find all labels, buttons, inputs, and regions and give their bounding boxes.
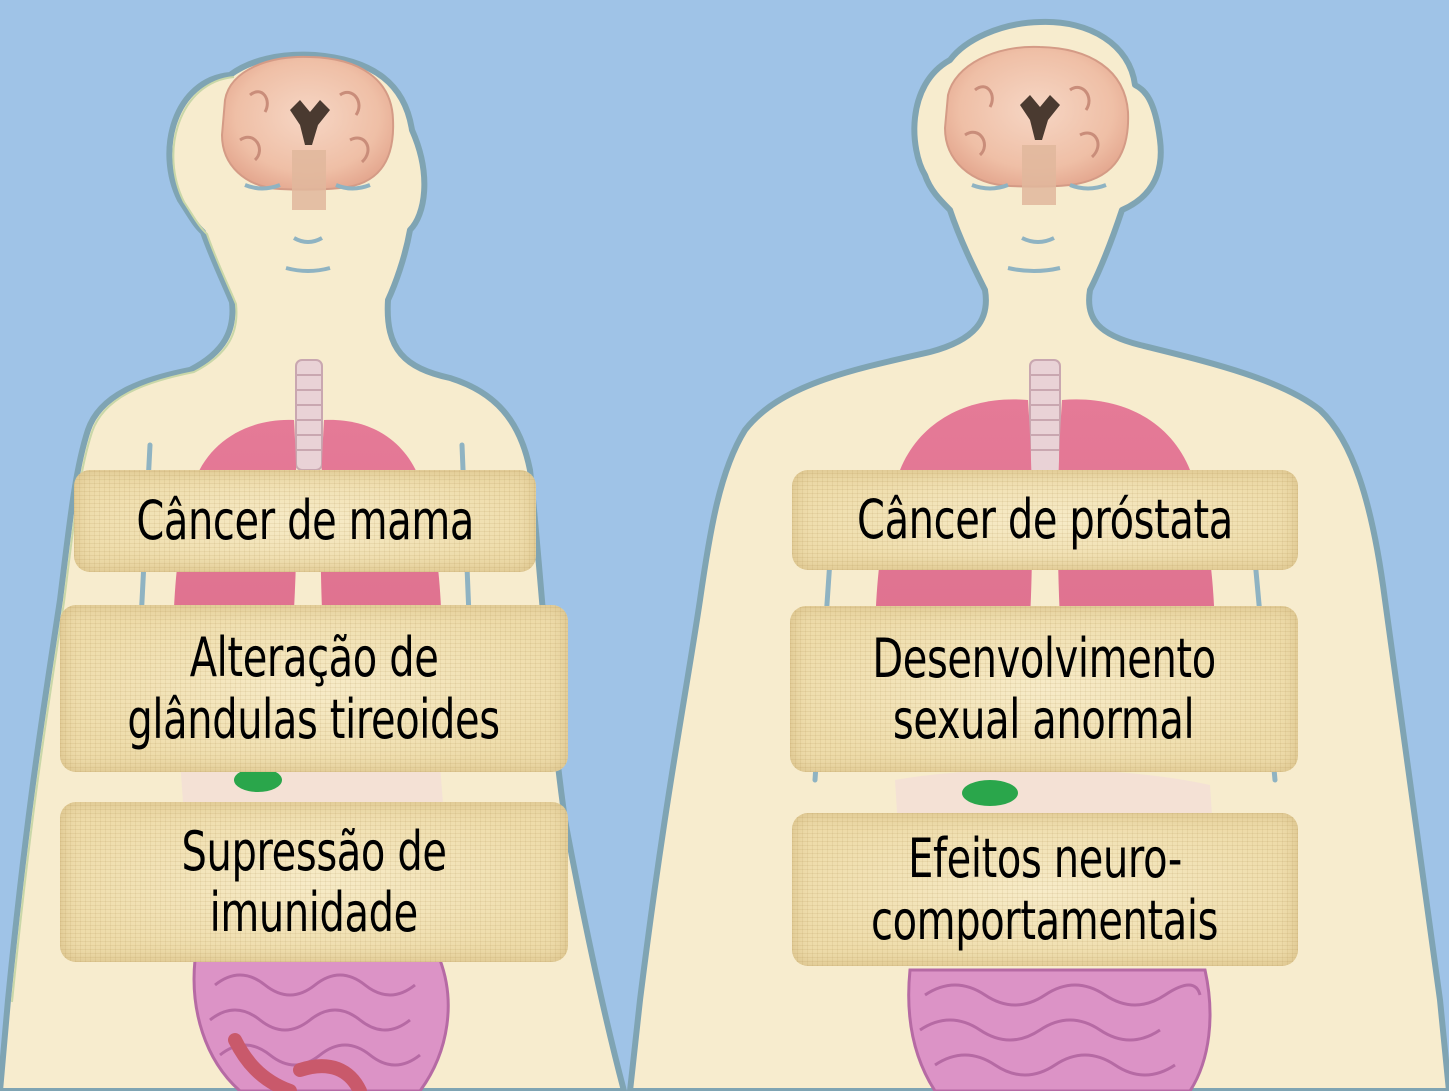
- female-gallbladder: [234, 768, 282, 792]
- label-line: glândulas tireoides: [127, 687, 501, 751]
- male-trachea: [1029, 359, 1061, 476]
- label-abnormal-sexual-development: Desenvolvimento sexual anormal: [790, 606, 1298, 772]
- label-immune-suppression: Supressão de imunidade: [60, 802, 568, 962]
- male-brain: [943, 45, 1130, 205]
- label-line: Câncer de próstata: [857, 488, 1233, 552]
- male-intestines: [907, 968, 1212, 1091]
- female-trachea: [295, 359, 323, 471]
- label-line: Supressão de: [181, 819, 447, 883]
- label-line: Câncer de mama: [136, 489, 474, 553]
- label-line: comportamentais: [871, 888, 1219, 952]
- label-line: Efeitos neuro-: [908, 827, 1182, 891]
- label-breast-cancer: Câncer de mama: [74, 470, 536, 572]
- female-brain: [220, 55, 395, 210]
- label-line: Alteração de: [189, 626, 439, 690]
- label-line: imunidade: [209, 881, 419, 944]
- female-intestines: [192, 958, 450, 1091]
- male-gallbladder: [962, 780, 1018, 806]
- label-line: sexual anormal: [893, 688, 1195, 751]
- label-prostate-cancer: Câncer de próstata: [792, 470, 1298, 570]
- label-neurobehavioral-effects: Efeitos neuro- comportamentais: [792, 813, 1298, 966]
- label-thyroid-alteration: Alteração de glândulas tireoides: [60, 605, 568, 772]
- label-line: Desenvolvimento: [872, 626, 1216, 690]
